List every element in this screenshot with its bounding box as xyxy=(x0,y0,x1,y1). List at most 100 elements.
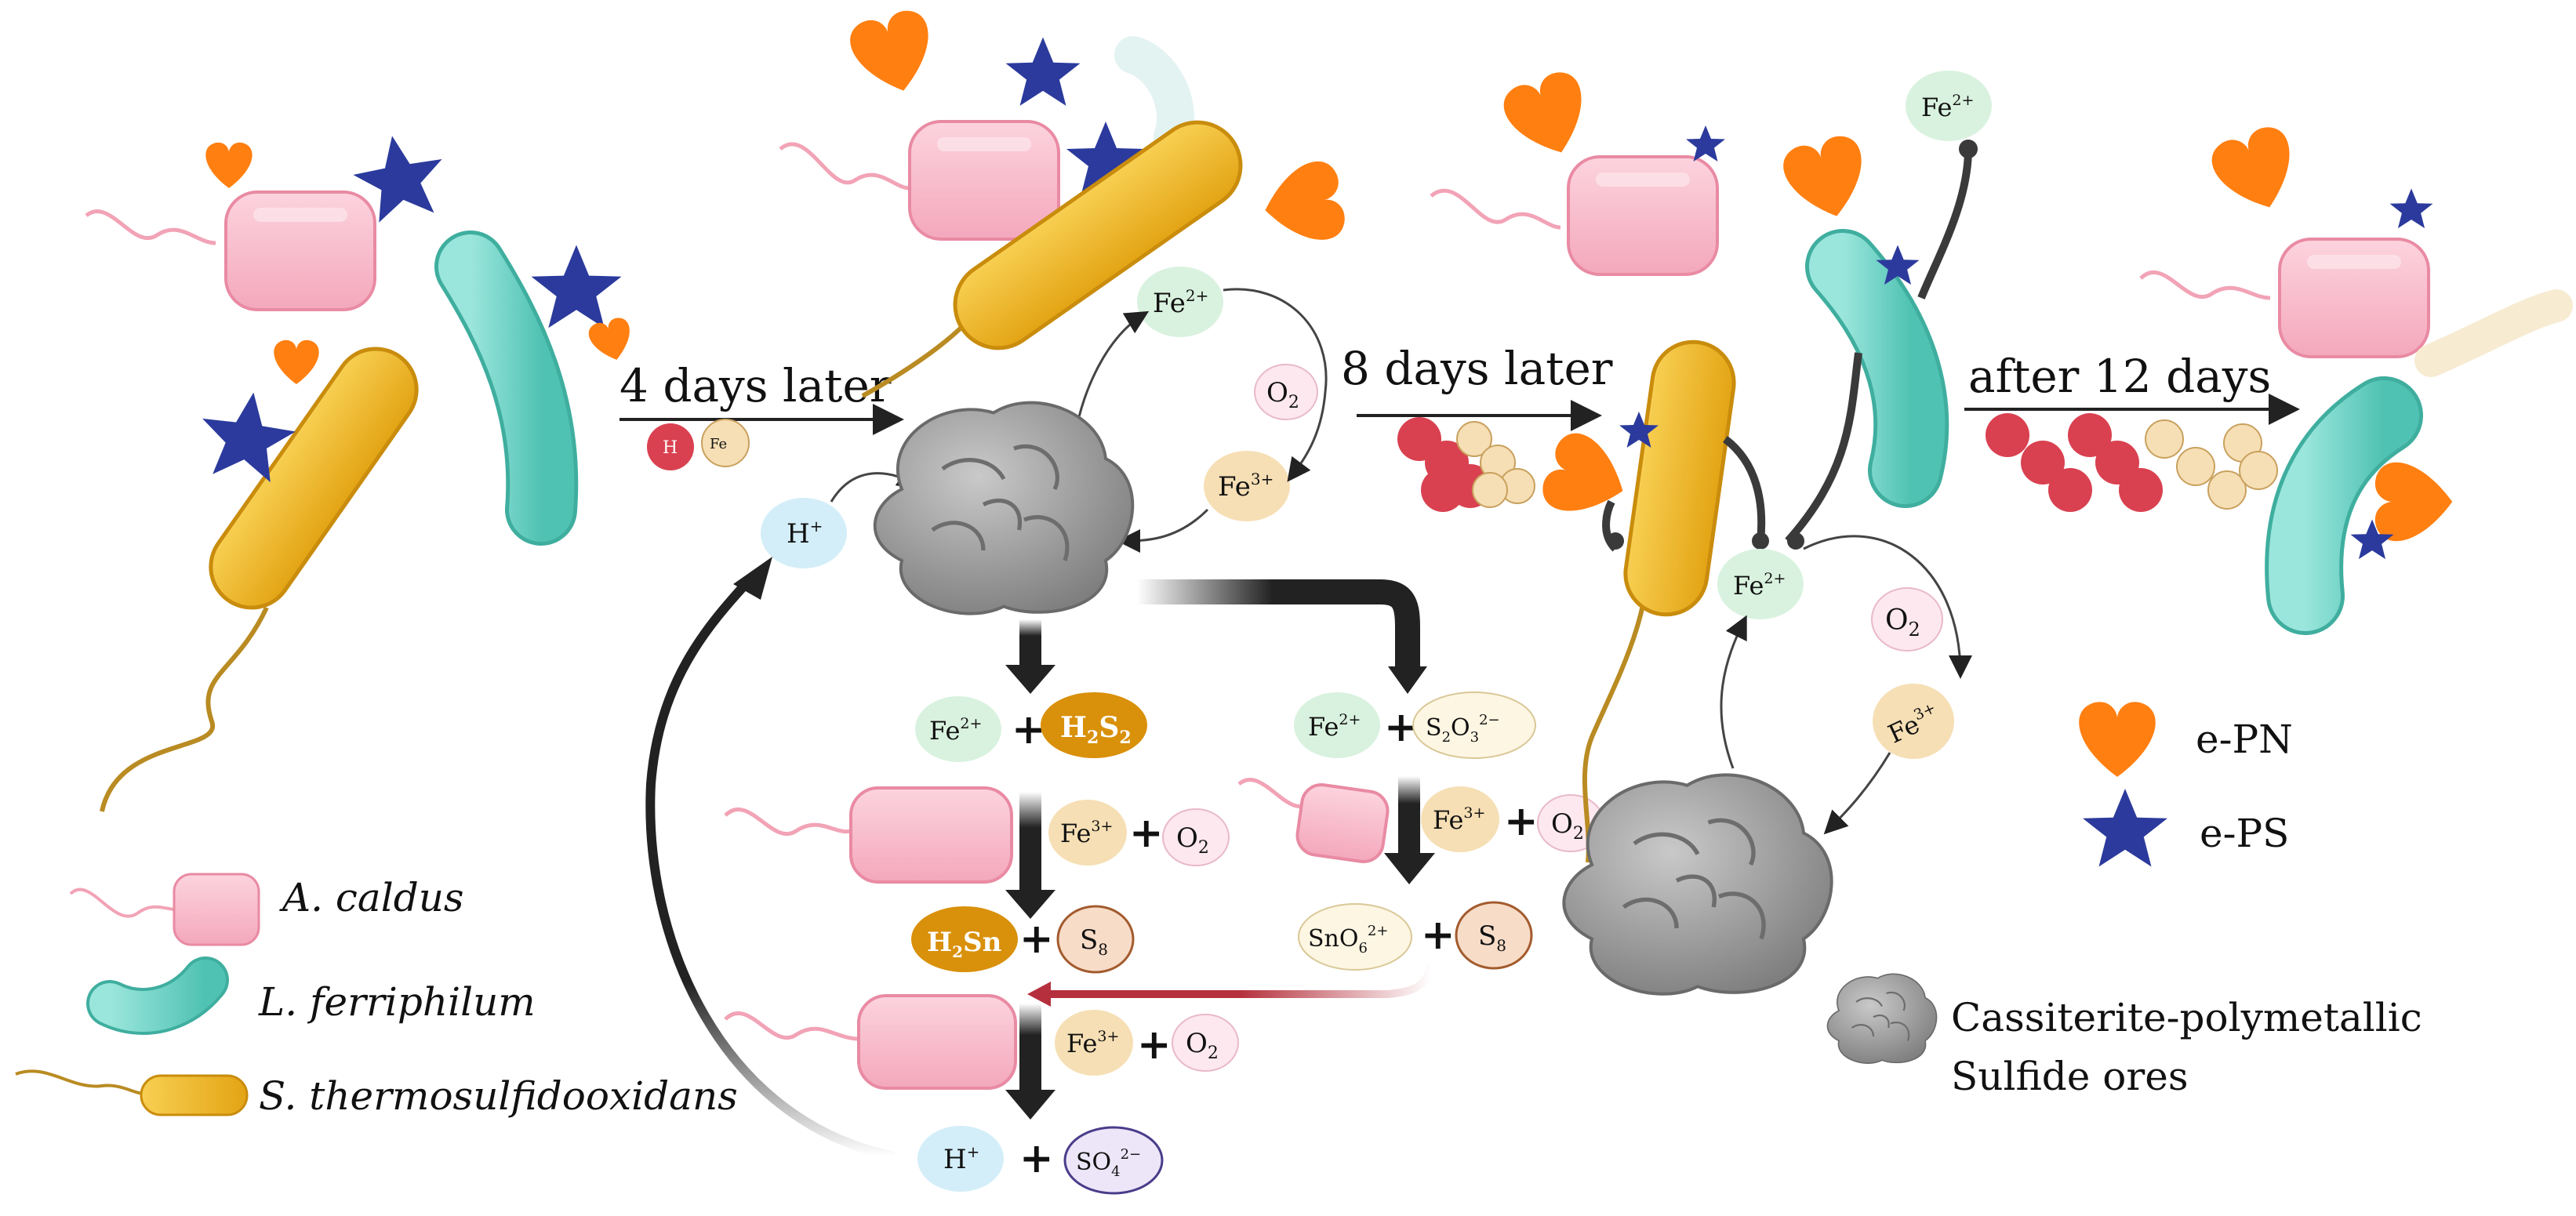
nanowire xyxy=(1722,436,1766,542)
star-icon xyxy=(531,245,622,329)
svg-text:+: + xyxy=(1504,797,1539,845)
right-branch-head xyxy=(1388,666,1427,694)
ore-to-fe2-arrow xyxy=(1720,615,1747,769)
svg-text:+: + xyxy=(1019,1134,1054,1182)
svg-text:SnO62+: SnO62+ xyxy=(1308,923,1388,956)
down-arrow-stem xyxy=(1398,776,1420,855)
fe3-node xyxy=(1055,1010,1133,1076)
down-arrow-head xyxy=(1005,890,1055,919)
heart-icon xyxy=(1498,66,1599,166)
proton-arrow-head xyxy=(733,557,772,600)
o2-node xyxy=(1172,1014,1239,1072)
svg-text:S8: S8 xyxy=(1478,920,1506,955)
sulfate-node xyxy=(1063,1126,1164,1195)
nanowire xyxy=(1917,148,1972,299)
heart-icon xyxy=(2206,121,2307,221)
svg-text:+: + xyxy=(1137,1021,1172,1069)
star-icon xyxy=(1005,37,1081,106)
nanowire-end xyxy=(1959,140,1978,158)
heart-icon xyxy=(845,5,942,101)
legend-epn: e-PN xyxy=(2196,717,2293,762)
l-ferriphilum-legend-icon xyxy=(89,960,226,1032)
faded-cell xyxy=(1114,36,1194,156)
s8-node xyxy=(1455,901,1533,970)
sno6-node xyxy=(1298,903,1412,971)
svg-text:Fe3+: Fe3+ xyxy=(1060,818,1113,848)
fe3-node xyxy=(1204,451,1290,521)
down-arrow-head xyxy=(1005,1090,1055,1120)
thiosulfate-node xyxy=(1412,691,1536,759)
a-caldus-flagellum xyxy=(724,808,852,837)
nanowire-end xyxy=(1787,532,1804,550)
svg-text:S8: S8 xyxy=(1080,924,1108,959)
panel-12-days xyxy=(2139,121,2573,635)
heart-icon xyxy=(586,315,637,365)
label-12-days: after 12 days xyxy=(1968,350,2271,403)
l-ferriphilum-cell xyxy=(438,234,575,542)
s-thermo-cell xyxy=(953,120,1243,350)
heart-icon xyxy=(1258,158,1349,249)
legend-ore-line1: Cassiterite-polymetallic xyxy=(1951,995,2422,1040)
fe2-node xyxy=(1294,692,1380,758)
svg-text:S2O32−: S2O32− xyxy=(1426,712,1500,746)
svg-text:Fe2+: Fe2+ xyxy=(1308,711,1361,742)
svg-text:+: + xyxy=(1129,809,1164,857)
svg-text:Fe3+: Fe3+ xyxy=(1066,1028,1119,1058)
fe2-node xyxy=(1906,71,1992,141)
fe3-to-ore-arrow xyxy=(1117,508,1209,553)
label-4-days: 4 days later xyxy=(619,359,892,412)
down-arrow-stem xyxy=(1019,619,1041,666)
o2-node xyxy=(1871,587,1943,652)
ion-cluster-1: H Fe xyxy=(647,419,750,470)
oxidation-arrow xyxy=(1223,288,1328,482)
nanowire xyxy=(1785,352,1862,544)
svg-text:O2: O2 xyxy=(1885,604,1920,641)
a-caldus-flagellum xyxy=(779,142,910,191)
svg-text:Fe3+: Fe3+ xyxy=(1218,470,1273,503)
faded-cell xyxy=(2414,289,2573,377)
panel-mechanism: Fe2+ O2 Fe3+ H+ Fe2+ + H2S2 Fe2+ + S2O32… xyxy=(645,5,1604,1195)
down-arrow-head xyxy=(1005,665,1055,694)
heart-icon xyxy=(1778,131,1875,227)
s-thermo-cell xyxy=(209,347,419,610)
heart-icon xyxy=(2079,702,2156,777)
a-caldus-flagellum xyxy=(85,209,216,245)
a-caldus-cell xyxy=(1567,155,1719,276)
svg-text:H+: H+ xyxy=(943,1142,979,1175)
svg-text:Fe2+: Fe2+ xyxy=(929,715,982,746)
a-caldus-cell xyxy=(849,786,1013,884)
ore-icon xyxy=(875,403,1133,614)
legend-a-caldus: A. caldus xyxy=(279,875,464,920)
l-ferriphilum-cell xyxy=(1809,233,1946,504)
svg-text:SO42−: SO42− xyxy=(1076,1146,1141,1180)
s-thermo-flagellum xyxy=(100,606,269,812)
legend-left: A. caldus L. ferriphilum S. thermosulfid… xyxy=(15,873,738,1119)
heart-icon xyxy=(2374,462,2453,542)
legend-right: e-PN e-PS Cassiterite-polymetallic Sulfi… xyxy=(1826,702,2422,1099)
a-caldus-legend-icon xyxy=(173,873,260,946)
right-branch-arrow xyxy=(1137,579,1420,670)
a-caldus-cell xyxy=(908,120,1060,241)
red-arrow-head xyxy=(1027,982,1051,1007)
heart-icon xyxy=(1536,427,1637,528)
svg-text:H+: H+ xyxy=(787,517,823,550)
star-icon xyxy=(2083,789,2167,867)
svg-text:+: + xyxy=(1421,911,1455,959)
svg-text:Fe: Fe xyxy=(710,436,727,452)
fe3-node xyxy=(1048,800,1127,866)
down-arrow-stem xyxy=(1019,1004,1041,1094)
svg-text:O2: O2 xyxy=(1176,822,1209,858)
fe2-node xyxy=(915,696,1001,762)
a-caldus-flagellum xyxy=(724,1011,859,1041)
svg-text:Fe2+: Fe2+ xyxy=(1921,92,1974,122)
legend-l-ferriphilum: L. ferriphilum xyxy=(258,979,536,1025)
fe3-to-ore-arrow xyxy=(1823,752,1891,835)
svg-text:+: + xyxy=(1019,915,1054,963)
heart-icon xyxy=(205,142,253,188)
down-arrow-head xyxy=(1384,853,1435,884)
ore-icon xyxy=(1826,973,1938,1065)
h2s2-node xyxy=(1041,692,1147,758)
s-thermo-flagellum xyxy=(15,1069,146,1095)
svg-text:H2Sn: H2Sn xyxy=(927,927,1001,961)
o2-node xyxy=(1254,364,1318,420)
